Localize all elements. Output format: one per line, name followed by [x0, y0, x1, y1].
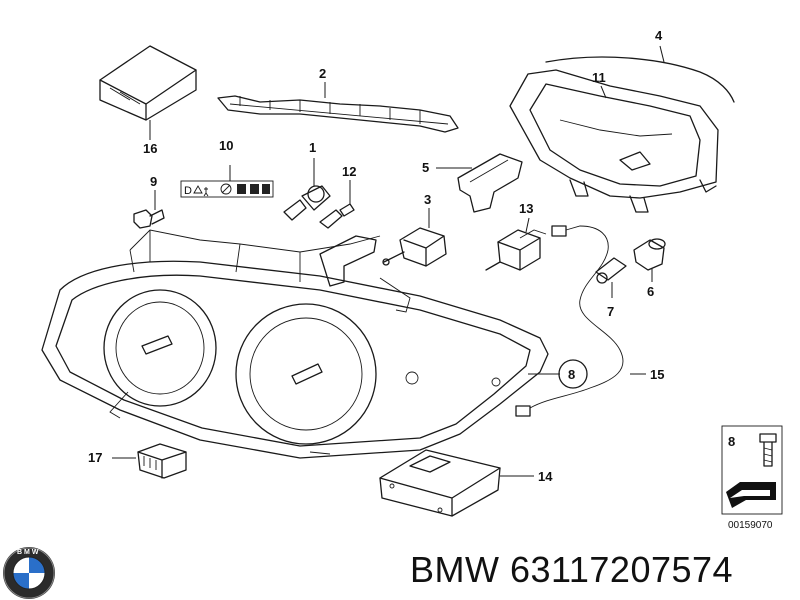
callout-11: 11: [592, 70, 606, 85]
doc-number: 00159070: [728, 520, 773, 531]
callout-2: 2: [319, 66, 326, 81]
legend-number: 8: [728, 434, 735, 449]
callout-1: 1: [309, 140, 316, 155]
part-number-caption: BMW 63117207574: [410, 549, 734, 590]
callout-4: 4: [655, 28, 663, 43]
headlight-assembly: [41, 229, 549, 459]
part-11-housing: [509, 69, 719, 213]
part-10-label: D: [180, 180, 274, 198]
callout-9: 9: [150, 174, 157, 189]
callout-7: 7: [607, 304, 614, 319]
bmw-logo-text: BMW: [17, 549, 41, 556]
part-2-bracket: [217, 95, 459, 133]
bmw-logo: BMW: [3, 547, 55, 599]
callout-8-circle: [558, 359, 588, 389]
part-4-seal: [545, 56, 735, 103]
part-16-box: [99, 45, 197, 121]
part-13-xenon-bulb: [485, 229, 547, 271]
callout-13: 13: [519, 201, 533, 216]
part-12-bulb: [319, 203, 355, 229]
part-9-screw: [133, 209, 165, 229]
callout-10: 10: [219, 138, 233, 153]
part-3-socket: [382, 227, 447, 267]
legend-box: 8 00159070: [721, 425, 783, 531]
part-14-ballast: [379, 449, 501, 517]
part-17-module: [137, 443, 187, 479]
callout-5: 5: [422, 160, 429, 175]
callout-14: 14: [538, 469, 553, 484]
part-7-bulb: [595, 257, 627, 284]
callout-12: 12: [342, 164, 356, 179]
callout-15: 15: [650, 367, 664, 382]
callout-16: 16: [143, 141, 157, 156]
part-6-socket: [633, 238, 666, 271]
callout-17: 17: [88, 450, 102, 465]
callout-3: 3: [424, 192, 431, 207]
callout-8: 8: [568, 367, 575, 382]
part-5-bracket: [457, 153, 523, 213]
svg-text:D: D: [184, 185, 192, 197]
part-1-bulb: [283, 185, 331, 221]
part-15-cable: [515, 225, 624, 417]
callout-6: 6: [647, 284, 654, 299]
